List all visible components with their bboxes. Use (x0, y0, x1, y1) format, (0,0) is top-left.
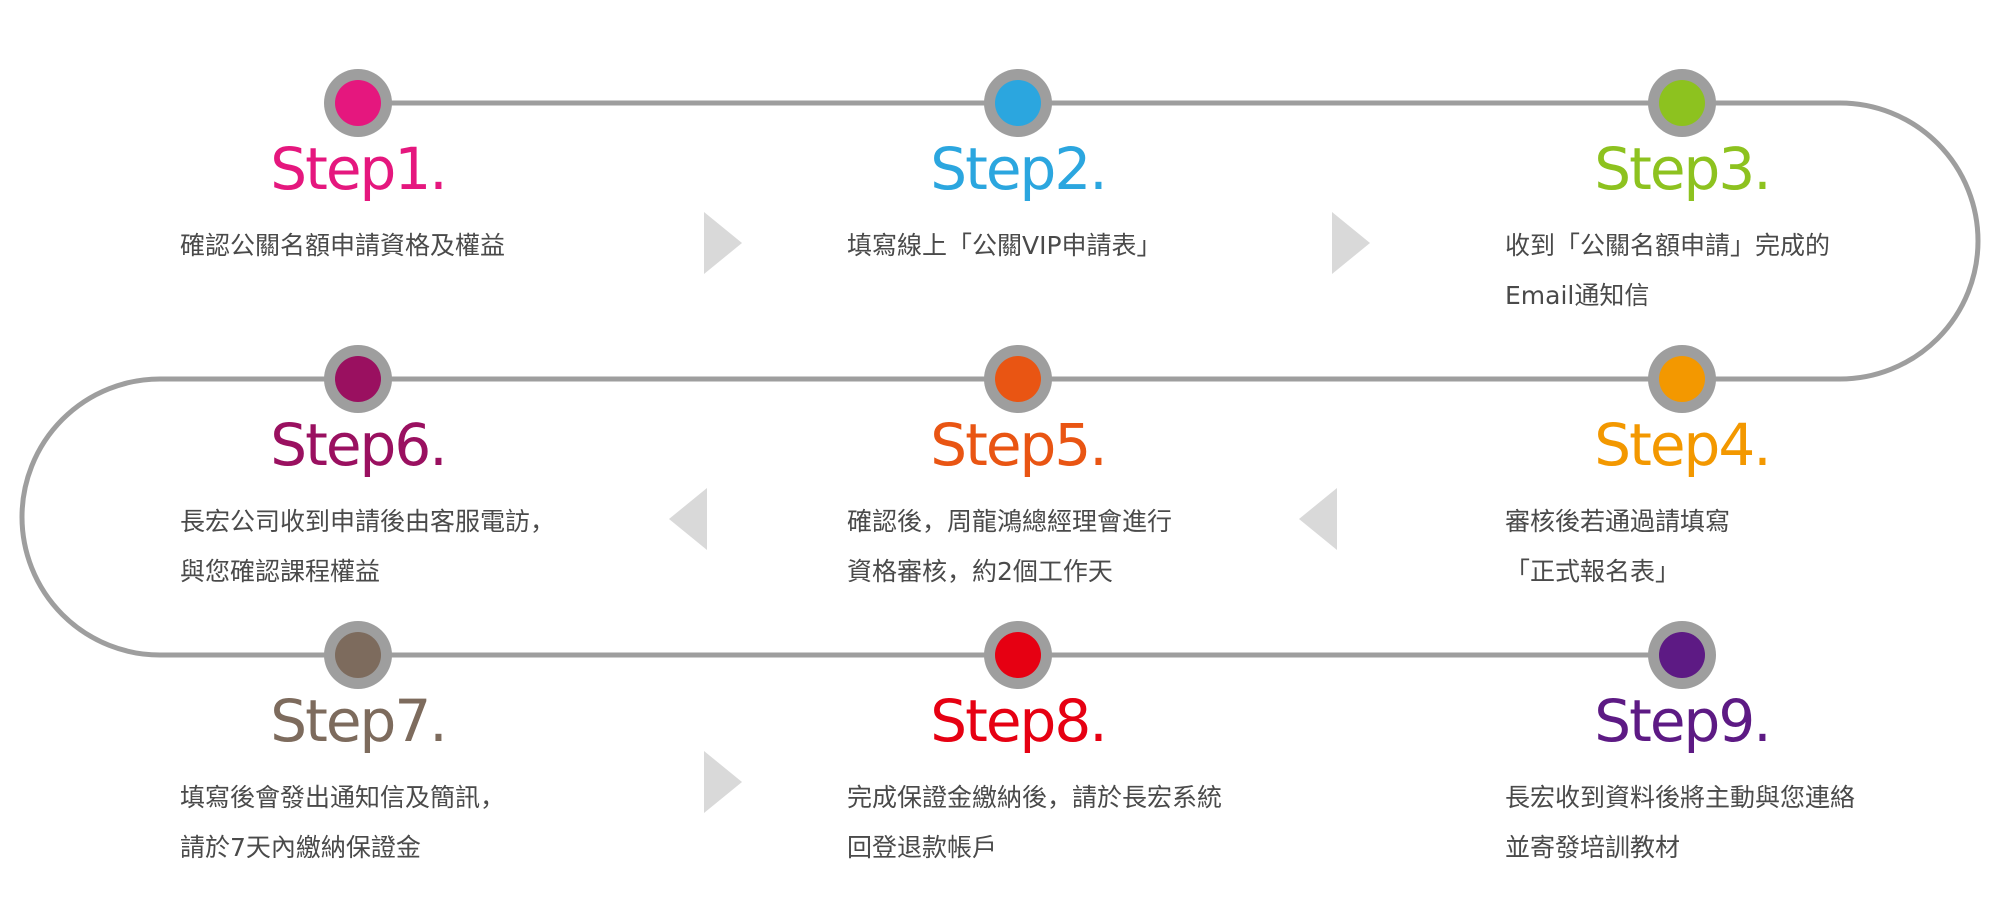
step-2-node-icon (984, 69, 1052, 137)
step-5-description-line: 資格審核，約2個工作天 (847, 557, 1113, 586)
arrow-left-icon (669, 488, 707, 550)
step-9-title: Step9. (1594, 687, 1771, 755)
step-9-description-line: 並寄發培訓教材 (1505, 833, 1681, 862)
step-5-node-icon (984, 345, 1052, 413)
arrow-right-icon (1332, 212, 1370, 274)
step-3-description-line: 收到「公關名額申請」完成的 (1505, 231, 1831, 260)
step-4-description-line: 「正式報名表」 (1505, 557, 1681, 586)
step-7-title: Step7. (270, 687, 447, 755)
step-6-description: 長宏公司收到申請後由客服電訪， 與您確認課程權益 (180, 497, 555, 597)
step-4-node-icon (1648, 345, 1716, 413)
step-8-node-icon (984, 621, 1052, 689)
step-5-title: Step5. (930, 411, 1107, 479)
step-3-node-icon (1648, 69, 1716, 137)
step-8-description-line: 完成保證金繳納後，請於長宏系統 (847, 783, 1223, 812)
step-9-node-icon (1648, 621, 1716, 689)
step-9-description: 長宏收到資料後將主動與您連絡並寄發培訓教材 (1505, 773, 1855, 873)
step-2-description: 填寫線上「公關VIP申請表」 (847, 221, 1162, 271)
step-5-description: 確認後，周龍鴻總經理會進行資格審核，約2個工作天 (847, 497, 1172, 597)
step-9-description-line: 長宏收到資料後將主動與您連絡 (1505, 783, 1856, 812)
arrow-left-icon (1299, 488, 1337, 550)
step-7-description: 填寫後會發出通知信及簡訊， 請於7天內繳納保證金 (180, 773, 505, 873)
step-4-title: Step4. (1594, 411, 1771, 479)
step-7-description-line: 請於7天內繳納保證金 (180, 833, 421, 862)
step-3-description: 收到「公關名額申請」完成的 Email通知信 (1505, 221, 1830, 321)
step-1-description: 確認公關名額申請資格及權益 (180, 221, 505, 271)
arrow-right-icon (704, 751, 742, 813)
arrow-right-icon (704, 212, 742, 274)
step-6-description-line: 與您確認課程權益 (180, 557, 381, 586)
step-6-node-icon (324, 345, 392, 413)
step-8-description-line: 回登退款帳戶 (847, 833, 998, 862)
step-7-description-line: 填寫後會發出通知信及簡訊， (180, 783, 506, 812)
step-2-description-line: 填寫線上「公關VIP申請表」 (847, 231, 1162, 260)
step-5-description-line: 確認後，周龍鴻總經理會進行 (847, 507, 1173, 536)
step-8-title: Step8. (930, 687, 1107, 755)
step-2-title: Step2. (930, 135, 1107, 203)
step-6-title: Step6. (270, 411, 447, 479)
step-1-node-icon (324, 69, 392, 137)
step-4-description: 審核後若通過請填寫「正式報名表」 (1505, 497, 1730, 597)
step-1-description-line: 確認公關名額申請資格及權益 (180, 231, 506, 260)
step-3-description-line: Email通知信 (1505, 281, 1650, 310)
step-3-title: Step3. (1594, 135, 1771, 203)
step-6-description-line: 長宏公司收到申請後由客服電訪， (180, 507, 556, 536)
step-7-node-icon (324, 621, 392, 689)
step-4-description-line: 審核後若通過請填寫 (1505, 507, 1731, 536)
step-1-title: Step1. (270, 135, 447, 203)
step-8-description: 完成保證金繳納後，請於長宏系統回登退款帳戶 (847, 773, 1222, 873)
